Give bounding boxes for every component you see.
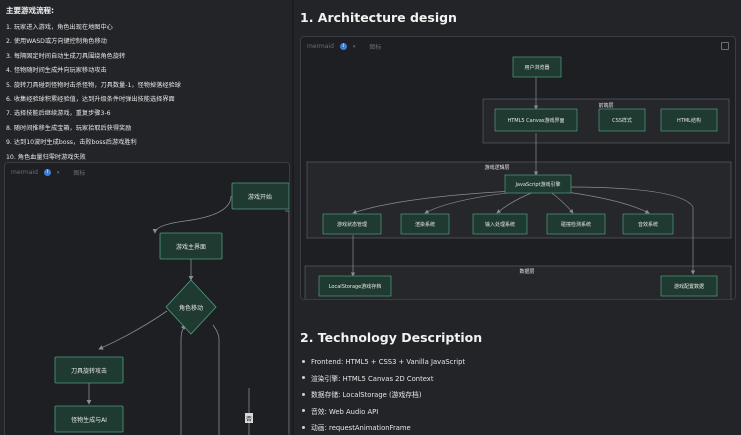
step-item: 1. 玩家进入游戏，角色出现在地图中心 [6, 24, 113, 31]
edge-label-no: 否 [246, 416, 252, 423]
node-render-system-label: 渲染系统 [415, 221, 435, 228]
tech-list-item: 动画: requestAnimationFrame [302, 420, 732, 435]
node-monster [54, 405, 124, 433]
copy-icon[interactable] [721, 42, 729, 50]
node-html [660, 108, 718, 132]
mermaid-label: mermaid [11, 169, 38, 176]
technology-list: Frontend: HTML5 + CSS3 + Vanilla JavaScr… [302, 354, 732, 435]
edge-move-knife [98, 310, 168, 350]
tech-item-text: 数据存储: LocalStorage (游戏存档) [311, 391, 422, 399]
node-audio-system [622, 213, 674, 235]
edge-loop-b [212, 324, 220, 435]
chevron-down-icon[interactable]: ▾ [352, 43, 356, 50]
tech-list-item: 渲染引擎: HTML5 Canvas 2D Context [302, 371, 732, 388]
step-item: 6. 收集经验球积累经验值，达到升级条件时弹出技能选择界面 [6, 95, 175, 103]
node-localstorage [318, 275, 392, 297]
step-item: 2. 使用WASD或方向键控制角色移动 [6, 38, 107, 46]
chart-tab[interactable]: 图标 [73, 170, 86, 177]
edge-start-main [152, 195, 232, 234]
step-item: 3. 每隔固定时间自动生成刀具围绕角色旋转 [6, 52, 126, 60]
cluster-frontend-title: 前端层 [598, 102, 613, 109]
flowchart-canvas: 游戏开始 游戏主界面 角色移动 刀具旋转攻击 怪物生成与AI 否 [54, 182, 289, 435]
node-js-engine [504, 174, 572, 194]
edge-engine-config [564, 186, 696, 275]
architecture-heading: 1. Architecture design [300, 10, 457, 25]
technology-heading: 2. Technology Description [300, 330, 483, 345]
step-item: 7. 选择技能后继续游戏，重复步骤3-6 [6, 110, 111, 118]
flowchart-diagram[interactable]: mermaid i ▾ 图标 游戏开始 游戏主界面 [4, 162, 290, 435]
edge-label-bg [245, 413, 253, 423]
tech-list-item: Frontend: HTML5 + CSS3 + Vanilla JavaScr… [302, 354, 732, 371]
node-canvas-ui-label: HTML5 Canvas游戏界面 [507, 117, 564, 124]
info-icon[interactable]: i [43, 169, 51, 176]
bullet-icon [302, 409, 305, 412]
mermaid-label: mermaid [307, 43, 334, 50]
chart-tab[interactable]: 图标 [369, 44, 382, 51]
game-flow-steps: 1. 玩家进入游戏，角色出现在地图中心 2. 使用WASD或方向键控制角色移动 … [6, 21, 290, 165]
node-localstorage-label: LocalStorage游戏存档 [329, 283, 382, 290]
architecture-diagram[interactable]: mermaid i ▾ 图标 前端层 游戏逻辑层 数据层 [300, 36, 736, 300]
node-collision-system [546, 213, 606, 235]
node-user-browser-label: 用户浏览器 [524, 64, 549, 71]
node-config-data-label: 游戏配置数据 [674, 283, 704, 290]
node-start [231, 182, 289, 210]
node-start-label: 游戏开始 [248, 193, 272, 201]
tech-item-text: 渲染引擎: HTML5 Canvas 2D Context [311, 374, 434, 383]
bullet-icon [302, 376, 305, 379]
bullet-icon [302, 359, 305, 363]
node-canvas-ui [494, 108, 578, 132]
bullet-icon [302, 392, 305, 396]
step-item: 4. 怪物随时间生成并向玩家移动攻击 [6, 67, 107, 75]
section-title: 主要游戏流程: [6, 6, 54, 15]
edge-engine-state [352, 190, 514, 214]
cluster-data-title: 数据层 [519, 268, 534, 275]
left-panel: 主要游戏流程: 1. 玩家进入游戏，角色出现在地图中心 2. 使用WASD或方向… [0, 0, 292, 435]
tech-item-text: 音效: Web Audio API [311, 407, 379, 416]
node-main [159, 232, 223, 260]
tech-item-text: 动画: requestAnimationFrame [311, 424, 411, 432]
node-knife [54, 356, 124, 384]
node-render-system [400, 213, 450, 235]
node-knife-label: 刀具旋转攻击 [71, 367, 107, 375]
tech-list-item: 音效: Web Audio API [302, 404, 732, 421]
node-move-label: 角色移动 [179, 304, 203, 312]
right-panel: 1. Architecture design mermaid i ▾ 图标 前端… [294, 0, 741, 435]
node-config-data [660, 275, 718, 297]
node-collision-system-label: 碰撞检测系统 [561, 221, 591, 228]
node-audio-system-label: 音效系统 [638, 221, 658, 228]
node-js-engine-label: JavaScript游戏引擎 [514, 181, 560, 188]
step-item: 9. 达到10波时生成boss，击败boss后游戏胜利 [6, 139, 137, 147]
node-css-label: CSS样式 [612, 117, 632, 124]
mermaid-toolbar: mermaid i ▾ 图标 [307, 42, 381, 51]
edge-loop-right [285, 210, 289, 435]
edge-loop-a [180, 324, 186, 435]
bullet-icon [302, 425, 305, 429]
node-monster-label: 怪物生成与AI [71, 416, 107, 424]
node-input-system [472, 213, 528, 235]
info-icon[interactable]: i [339, 43, 347, 50]
node-user-browser [512, 56, 562, 78]
step-item: 10. 角色血量归零时游戏失败 [6, 153, 86, 161]
node-input-system-label: 输入处理系统 [485, 221, 515, 228]
node-move [165, 279, 217, 335]
node-html-label: HTML结构 [677, 117, 701, 124]
cluster-logic-title: 游戏逻辑层 [484, 164, 509, 171]
mermaid-toolbar: mermaid i ▾ 图标 [11, 168, 85, 177]
chevron-down-icon[interactable]: ▾ [56, 169, 60, 176]
step-item: 8. 随时间推移生成宝箱，玩家拾取后获得奖励 [6, 124, 132, 132]
node-state-mgmt [322, 213, 382, 235]
architecture-canvas: 前端层 游戏逻辑层 数据层 用户浏览器 HTML5 Canvas游戏界面 CSS… [304, 56, 732, 299]
node-css [598, 108, 646, 132]
node-main-label: 游戏主界面 [176, 243, 206, 251]
node-state-mgmt-label: 游戏状态管理 [337, 221, 367, 228]
tech-item-text: Frontend: HTML5 + CSS3 + Vanilla JavaScr… [311, 358, 466, 366]
tech-list-item: 数据存储: LocalStorage (游戏存档) [302, 387, 732, 404]
step-item: 5. 旋转刀具碰到怪物时击杀怪物，刀具数量-1，怪物掉落经验球 [6, 81, 181, 89]
